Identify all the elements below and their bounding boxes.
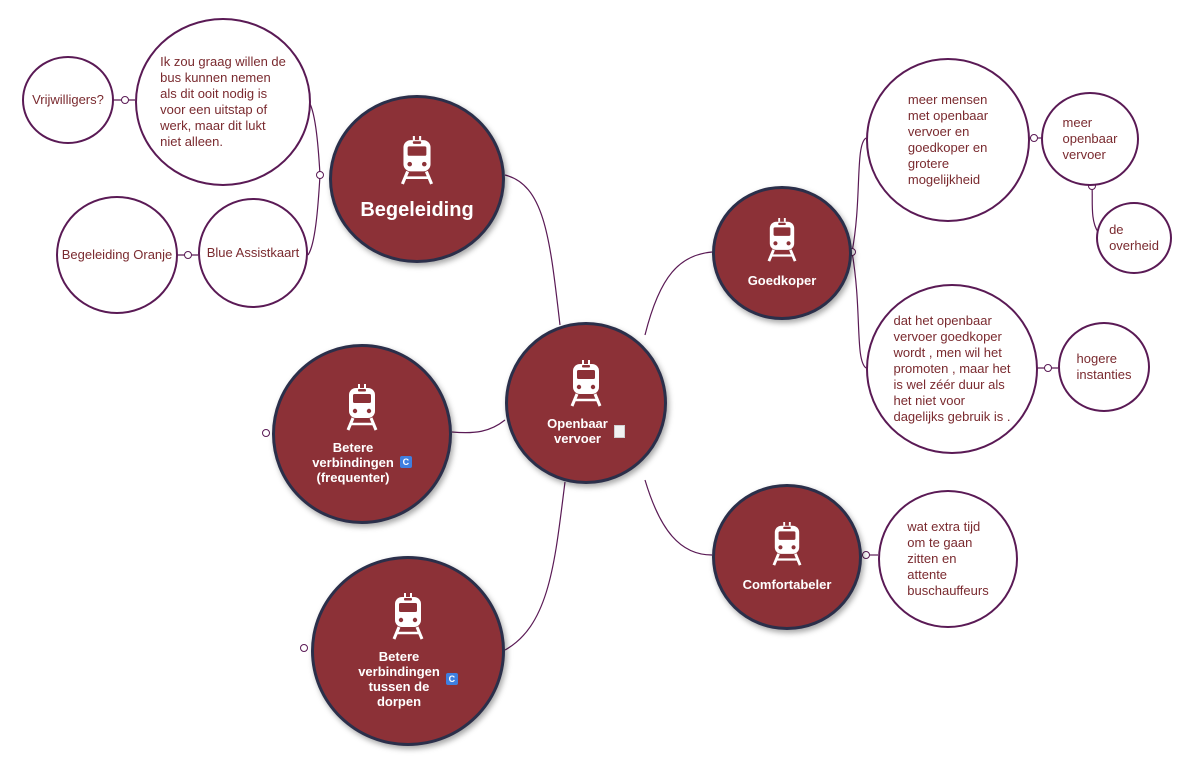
collapse-handle-begeleiding bbox=[316, 171, 324, 179]
collapse-handle-dathet bbox=[1044, 364, 1052, 372]
train-icon bbox=[400, 136, 434, 186]
leaf-node-de-overheid[interactable]: de overheid bbox=[1096, 202, 1172, 274]
link-center-goedkoper bbox=[644, 251, 713, 336]
link-begeleiding-blue bbox=[307, 174, 321, 256]
train-icon bbox=[767, 218, 797, 263]
branch-node-goedkoper[interactable]: Goedkoper bbox=[712, 186, 852, 320]
leaf-node-dat-het-openbaar-vervoer[interactable]: dat het openbaar vervoer goedkoper wordt… bbox=[866, 284, 1038, 454]
branch-node-label: Comfortabeler bbox=[742, 577, 832, 592]
leaf-node-blue-assistkaart[interactable]: Blue Assistkaart bbox=[198, 198, 308, 308]
leaf-node-text: Vrijwilligers? bbox=[32, 92, 104, 107]
collapse-handle-comfort bbox=[862, 551, 870, 559]
center-node-openbaar-vervoer[interactable]: Openbaar vervoer bbox=[505, 322, 667, 484]
link-meeropenbaar-overheid bbox=[1091, 185, 1099, 233]
expand-handle-dorpen bbox=[300, 644, 308, 652]
leaf-node-text: wat extra tijd om te gaan zitten en atte… bbox=[907, 519, 989, 598]
leaf-node-text: hogere instanties bbox=[1076, 351, 1132, 382]
document-icon[interactable] bbox=[613, 424, 625, 438]
branch-node-label: Goedkoper bbox=[747, 273, 817, 288]
train-icon bbox=[570, 360, 602, 408]
train-icon bbox=[392, 593, 424, 641]
leaf-node-hogere-instanties[interactable]: hogere instanties bbox=[1058, 322, 1150, 412]
branch-node-betere-verbindingen-dorpen[interactable]: Betere verbindingen tussen de dorpen C bbox=[311, 556, 505, 746]
train-icon bbox=[772, 522, 802, 567]
link-goedkoper-meer bbox=[851, 137, 867, 253]
c-badge-icon[interactable]: C bbox=[445, 673, 458, 685]
branch-node-betere-verbindingen-frequenter[interactable]: Betere verbindingen (frequenter) C bbox=[272, 344, 452, 524]
branch-node-begeleiding[interactable]: Begeleiding bbox=[329, 95, 505, 263]
branch-node-label: Begeleiding bbox=[360, 199, 474, 221]
collapse-handle-ikzou bbox=[121, 96, 129, 104]
leaf-node-text: de overheid bbox=[1109, 222, 1159, 253]
leaf-node-begeleiding-oranje[interactable]: Begeleiding Oranje bbox=[56, 196, 178, 314]
branch-node-comfortabeler[interactable]: Comfortabeler bbox=[712, 484, 862, 630]
branch-node-label: Betere verbindingen tussen de dorpen bbox=[358, 649, 440, 709]
leaf-node-text: Ik zou graag willen de bus kunnen nemen … bbox=[160, 54, 286, 149]
expand-handle-frequenter bbox=[262, 429, 270, 437]
collapse-handle-blue bbox=[184, 251, 192, 259]
leaf-node-vrijwilligers[interactable]: Vrijwilligers? bbox=[22, 56, 114, 144]
train-icon bbox=[346, 383, 378, 432]
link-center-begeleiding bbox=[504, 174, 561, 326]
leaf-node-meer-mensen[interactable]: meer mensen met openbaar vervoer en goed… bbox=[866, 58, 1030, 222]
link-goedkoper-dathet bbox=[851, 251, 867, 369]
link-center-comfortabeler bbox=[644, 479, 713, 556]
leaf-node-text: meer mensen met openbaar vervoer en goed… bbox=[907, 92, 989, 187]
c-badge-icon[interactable]: C bbox=[399, 456, 412, 468]
branch-node-label: Betere verbindingen (frequenter) bbox=[312, 439, 394, 485]
collapse-handle-meer bbox=[1030, 134, 1038, 142]
link-center-dorpen bbox=[504, 481, 566, 651]
leaf-node-wat-extra-tijd[interactable]: wat extra tijd om te gaan zitten en atte… bbox=[878, 490, 1018, 628]
leaf-node-text: Begeleiding Oranje bbox=[61, 247, 173, 262]
leaf-node-text: meer openbaar vervoer bbox=[1062, 115, 1118, 162]
leaf-node-ik-zou-graag[interactable]: Ik zou graag willen de bus kunnen nemen … bbox=[135, 18, 311, 186]
link-center-frequenter bbox=[451, 419, 506, 434]
leaf-node-meer-openbaar-vervoer[interactable]: meer openbaar vervoer bbox=[1041, 92, 1139, 186]
center-node-label: Openbaar vervoer bbox=[547, 416, 608, 446]
leaf-node-text: dat het openbaar vervoer goedkoper wordt… bbox=[893, 313, 1011, 424]
leaf-node-text: Blue Assistkaart bbox=[206, 245, 300, 260]
